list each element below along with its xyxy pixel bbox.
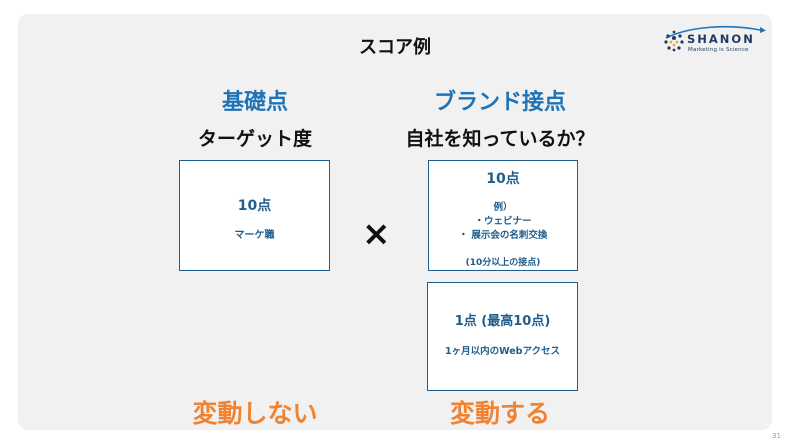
right-subheading: 自社を知っているか？ (405, 128, 595, 150)
slide-background (18, 14, 772, 430)
brand-contact-points: 10点 (486, 171, 520, 187)
logo-swoosh-icon (664, 25, 766, 52)
web-access-box: 1点 (最高10点) 1ヶ月以内のWebアクセス (427, 282, 578, 391)
left-heading: 基礎点 (221, 90, 288, 115)
company-logo: SHANON Marketing is Science (660, 24, 766, 60)
brand-contact-box: 10点 例） ・ウェビナー ・ 展示会の名刺交換 (10分以上の接点) (428, 160, 578, 271)
brand-contact-example-label: 例） (493, 202, 513, 213)
base-score-detail: マーケ職 (234, 230, 275, 241)
brand-contact-note: (10分以上の接点) (465, 258, 541, 268)
logo-wordmark: SHANON (687, 32, 755, 46)
brand-contact-item: ・ 展示会の名刺交換 (458, 230, 548, 241)
base-score-points: 10点 (237, 198, 272, 214)
brand-contact-item: ・ウェビナー (474, 216, 532, 227)
web-access-points: 1点 (最高10点) (454, 314, 551, 329)
left-footer: 変動しない (192, 399, 318, 428)
right-footer: 変動する (449, 399, 550, 428)
logo-tagline: Marketing is Science (688, 47, 749, 53)
web-access-detail: 1ヶ月以内のWebアクセス (444, 346, 561, 357)
page-number: 31 (772, 432, 781, 440)
base-score-box: 10点 マーケ職 (179, 160, 330, 271)
slide-title: スコア例 (359, 37, 431, 58)
left-subheading: ターゲット度 (197, 128, 312, 150)
multiply-operator: × (362, 214, 391, 254)
right-heading: ブランド接点 (433, 90, 566, 115)
